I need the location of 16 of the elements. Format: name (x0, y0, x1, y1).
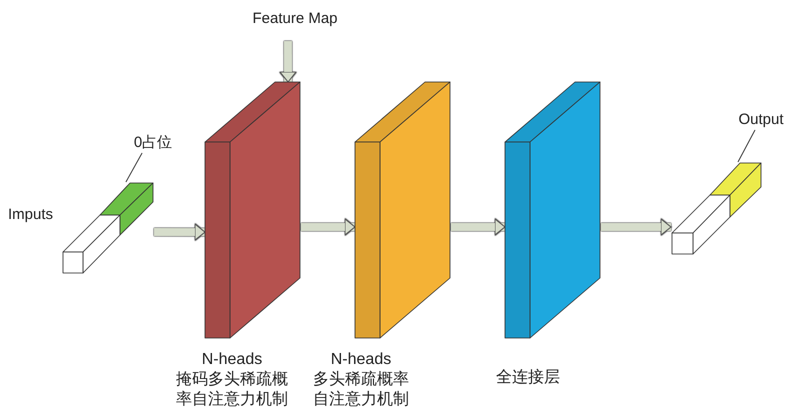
leader-line (738, 130, 756, 162)
layer-caption: 全连接层 (495, 368, 561, 388)
layer-caption: N-heads (200, 350, 264, 370)
placeholder-label: 0占位 (127, 133, 179, 153)
arrow (601, 218, 672, 236)
layer-caption: 掩码多头稀疏概率自注意力机制 (175, 370, 289, 410)
input-label: Imputs (8, 206, 54, 224)
layer-caption: N-heads (330, 350, 392, 370)
layer-caption: 多头稀疏概率自注意力机制 (312, 370, 410, 410)
arrow (154, 224, 206, 241)
arrow (280, 40, 297, 82)
leader-line (125, 152, 143, 182)
input-label: Feature Map (240, 9, 350, 41)
arrow (451, 218, 506, 236)
arrow (301, 218, 356, 236)
output-label: Output (733, 110, 788, 130)
